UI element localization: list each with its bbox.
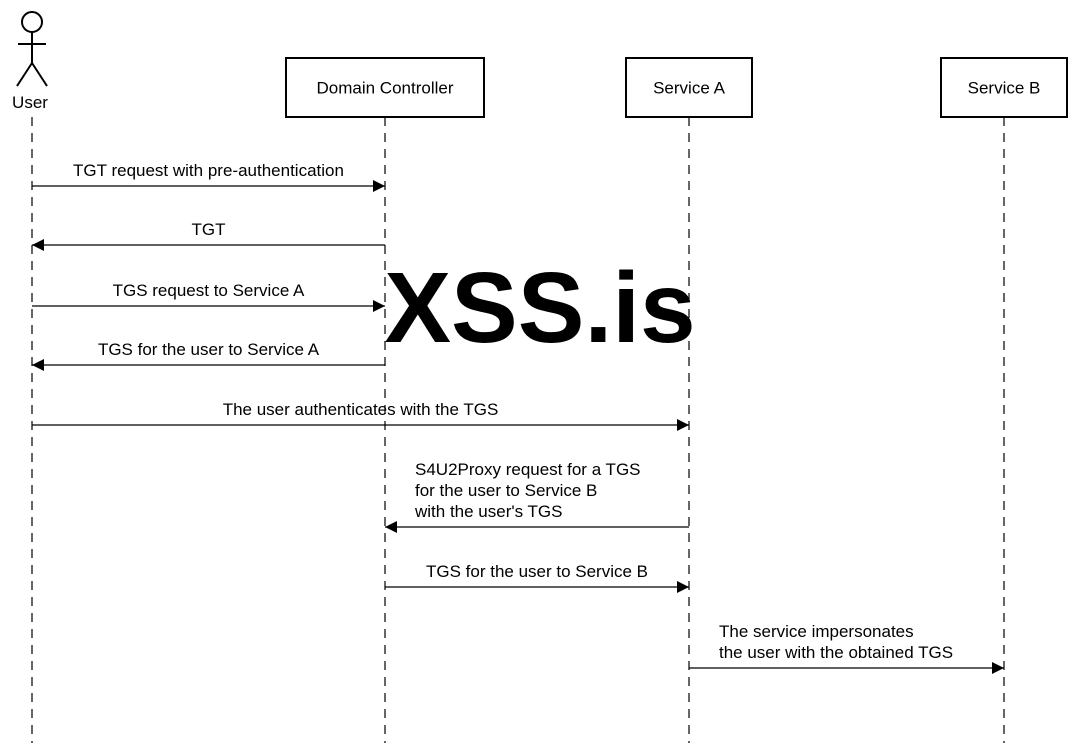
participant-label-svcA: Service A <box>653 79 725 98</box>
message-label-8-line-1: The service impersonates <box>719 622 914 641</box>
message-label-7: TGS for the user to Service B <box>426 562 648 581</box>
participant-box-svcB <box>940 57 1068 118</box>
message-label-6-line-3: with the user's TGS <box>414 502 563 521</box>
message-label-1: TGT request with pre-authentication <box>73 161 344 180</box>
message-label-4: TGS for the user to Service A <box>98 340 320 359</box>
participant-box-svcA <box>625 57 753 118</box>
watermark: XSS.is <box>384 252 695 364</box>
participant-label-user: User <box>12 93 48 112</box>
participant-label-svcB: Service B <box>968 79 1041 98</box>
message-label-5: The user authenticates with the TGS <box>223 400 499 419</box>
message-label-8-line-2: the user with the obtained TGS <box>719 643 953 662</box>
message-label-6-line-1: S4U2Proxy request for a TGS <box>415 460 641 479</box>
message-label-6-line-2: for the user to Service B <box>415 481 597 500</box>
participant-label-dc: Domain Controller <box>317 79 454 98</box>
message-label-2: TGT <box>192 220 226 239</box>
actor-user-icon <box>16 11 48 87</box>
message-label-3: TGS request to Service A <box>113 281 305 300</box>
participant-box-dc <box>285 57 485 118</box>
